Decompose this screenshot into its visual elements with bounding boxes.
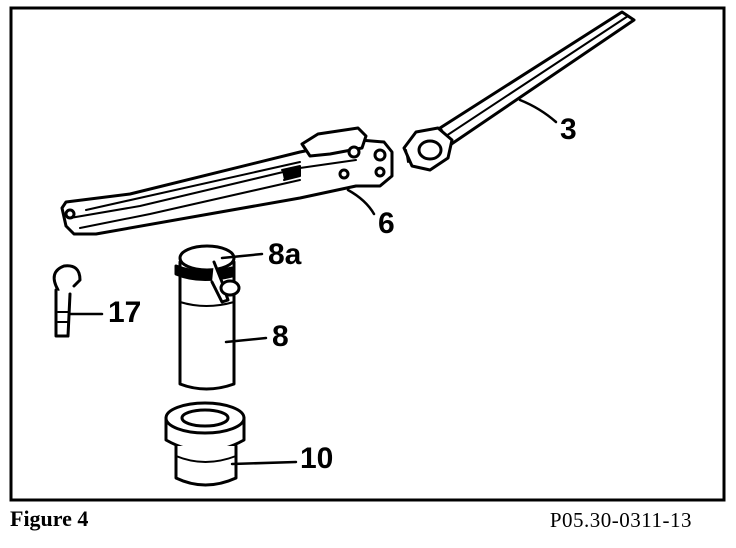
sleeve-part xyxy=(174,244,241,391)
figure-caption: Figure 4 xyxy=(10,506,89,531)
callout-3: 3 xyxy=(560,113,577,146)
linkage-rod-part xyxy=(402,10,636,172)
retaining-clip-part xyxy=(52,264,82,338)
callout-8: 8 xyxy=(272,320,289,353)
callout-17: 17 xyxy=(108,296,141,329)
callout-8a: 8a xyxy=(268,238,302,271)
callout-10: 10 xyxy=(300,442,333,475)
drawing-number: P05.30-0311-13 xyxy=(549,508,692,532)
grommet-part xyxy=(164,401,246,487)
lever-arm-part xyxy=(60,126,394,236)
diagram-frame xyxy=(9,6,726,502)
callout-6: 6 xyxy=(378,207,395,240)
leader-lines xyxy=(68,98,558,466)
